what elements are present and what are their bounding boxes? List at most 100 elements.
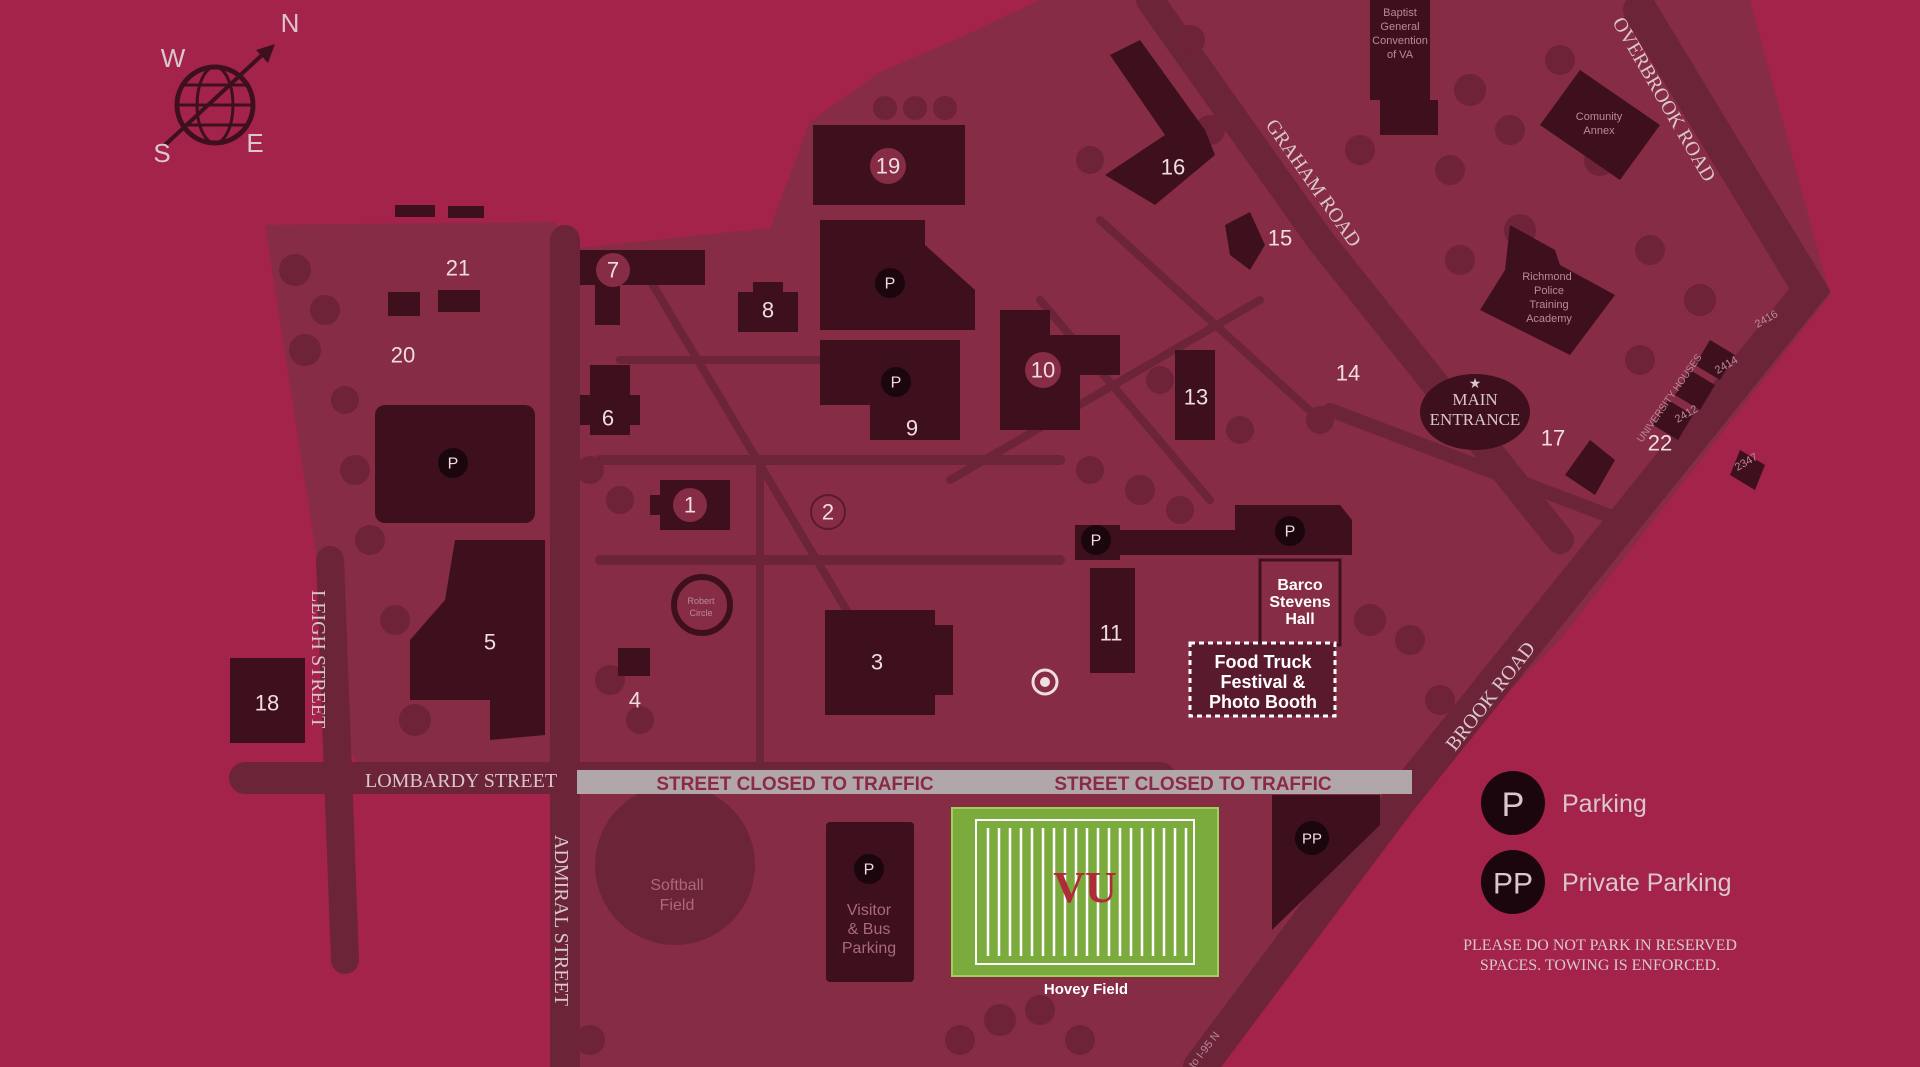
building-11-marker[interactable]: 11 xyxy=(1100,621,1123,646)
svg-text:P: P xyxy=(885,276,896,293)
parking-marker[interactable]: P xyxy=(438,448,468,478)
food-truck-label-1: Food Truck xyxy=(1214,652,1312,672)
svg-text:P: P xyxy=(1285,524,1296,541)
svg-text:4: 4 xyxy=(629,688,641,713)
building-19-marker[interactable]: 19 xyxy=(870,148,906,184)
svg-text:19: 19 xyxy=(876,154,900,179)
building-18[interactable] xyxy=(230,658,305,743)
baptist-label-1: Baptist xyxy=(1383,7,1417,19)
softball-label-2: Field xyxy=(660,897,695,914)
building-5[interactable] xyxy=(410,540,545,740)
police-academy-label-1: Richmond xyxy=(1522,271,1572,283)
building-17-marker[interactable]: 17 xyxy=(1541,426,1565,451)
svg-text:P: P xyxy=(891,375,902,392)
main-entrance-label-2: ENTRANCE xyxy=(1430,410,1521,429)
svg-text:9: 9 xyxy=(906,416,918,441)
building-numbers: 1 2 3 4 5 6 7 8 9 10 11 13 14 15 16 17 1… xyxy=(255,148,1672,716)
compass-west: W xyxy=(161,43,186,73)
police-academy-label-2: Police xyxy=(1534,285,1564,297)
building-4-marker[interactable]: 4 xyxy=(629,688,641,713)
leigh-street-label: LEIGH STREET xyxy=(307,590,329,728)
building-6-marker[interactable]: 6 xyxy=(602,406,614,431)
building-15-marker[interactable]: 15 xyxy=(1268,226,1292,251)
police-academy-label-4: Academy xyxy=(1526,313,1572,325)
visitor-parking-label-2: & Bus xyxy=(848,921,891,938)
community-annex-label-1: Comunity xyxy=(1576,111,1623,123)
svg-text:14: 14 xyxy=(1336,361,1360,386)
robert-circle-label-1: Robert xyxy=(687,596,715,606)
parking-marker[interactable]: P xyxy=(1081,525,1111,555)
food-truck-label-3: Photo Booth xyxy=(1209,692,1317,712)
parking-marker[interactable]: P xyxy=(881,367,911,397)
police-academy-label-3: Training xyxy=(1529,299,1568,311)
svg-text:Hall: Hall xyxy=(1285,611,1314,628)
food-truck-festival-box[interactable]: Food Truck Festival & Photo Booth xyxy=(1188,641,1337,718)
main-entrance-marker[interactable] xyxy=(1420,374,1530,450)
svg-text:18: 18 xyxy=(255,691,279,716)
building-13-marker[interactable]: 13 xyxy=(1184,385,1208,410)
building-20-marker[interactable]: 20 xyxy=(391,343,415,368)
street-closed-label-right: STREET CLOSED TO TRAFFIC xyxy=(1054,774,1332,795)
legend-parking-symbol: P xyxy=(1502,786,1525,824)
parking-markers: P P P P P P PP xyxy=(438,268,1329,884)
compass-east: E xyxy=(246,128,263,158)
svg-text:3: 3 xyxy=(871,650,883,675)
building-2-marker[interactable]: 2 xyxy=(810,494,846,530)
compass-south: S xyxy=(153,138,170,168)
legend-private-parking-symbol: PP xyxy=(1493,868,1533,901)
building-21-marker[interactable]: 21 xyxy=(446,256,470,281)
baptist-label-3: Convention xyxy=(1372,35,1428,47)
visitor-parking-label-1: Visitor xyxy=(847,902,892,919)
community-annex-building[interactable] xyxy=(1540,70,1660,180)
building-8-marker[interactable]: 8 xyxy=(762,298,774,323)
parking-marker[interactable]: P xyxy=(1275,516,1305,546)
field-labels: Softball Field Visitor & Bus Parking xyxy=(650,877,896,957)
building-14-marker[interactable]: 14 xyxy=(1336,361,1360,386)
svg-text:P: P xyxy=(864,862,875,879)
svg-text:5: 5 xyxy=(484,630,496,655)
private-parking-marker[interactable]: PP xyxy=(1295,821,1329,855)
admiral-street-label: ADMIRAL STREET xyxy=(550,835,572,1006)
softball-field[interactable] xyxy=(595,785,755,945)
svg-text:11: 11 xyxy=(1100,621,1123,646)
trees xyxy=(279,25,1716,1055)
building-10-marker[interactable]: 10 xyxy=(1025,352,1061,388)
building-22-marker[interactable]: 22 xyxy=(1648,431,1672,456)
building-7-marker[interactable]: 7 xyxy=(596,253,630,287)
svg-text:15: 15 xyxy=(1268,226,1292,251)
svg-text:7: 7 xyxy=(607,258,619,283)
visitor-parking-lot[interactable] xyxy=(826,822,914,982)
parking-marker[interactable]: P xyxy=(854,854,884,884)
police-academy-building[interactable] xyxy=(1480,225,1615,355)
building-18-marker[interactable]: 18 xyxy=(255,691,279,716)
lombardy-street-label: LOMBARDY STREET xyxy=(365,770,557,792)
building-9-marker[interactable]: 9 xyxy=(906,416,918,441)
legend-private-parking-icon xyxy=(1481,850,1545,914)
svg-text:21: 21 xyxy=(446,256,470,281)
hovey-field-label: Hovey Field xyxy=(1044,981,1128,998)
building-3-marker[interactable]: 3 xyxy=(871,650,883,675)
barco-stevens-hall[interactable]: Barco Stevens Hall xyxy=(1269,577,1330,628)
building-16-marker[interactable]: 16 xyxy=(1161,155,1185,180)
svg-text:16: 16 xyxy=(1161,155,1185,180)
svg-text:6: 6 xyxy=(602,406,614,431)
baptist-label-4: of VA xyxy=(1387,49,1414,61)
svg-text:8: 8 xyxy=(762,298,774,323)
legend-notice-2: SPACES. TOWING IS ENFORCED. xyxy=(1480,957,1720,974)
svg-text:17: 17 xyxy=(1541,426,1565,451)
compass-icon: N W S E xyxy=(153,8,299,168)
hovey-field[interactable]: VU xyxy=(951,807,1219,977)
baptist-label-2: General xyxy=(1380,21,1419,33)
star-icon: ★ xyxy=(1469,375,1482,391)
parking-marker[interactable]: P xyxy=(875,268,905,298)
building-11[interactable] xyxy=(1090,568,1135,673)
building-1-marker[interactable]: 1 xyxy=(673,488,707,522)
legend-notice-1: PLEASE DO NOT PARK IN RESERVED xyxy=(1463,937,1737,954)
community-annex-label-2: Annex xyxy=(1583,125,1615,137)
baptist-building[interactable] xyxy=(1370,0,1438,135)
legend-private-parking-label: Private Parking xyxy=(1562,869,1732,897)
building-5-marker[interactable]: 5 xyxy=(484,630,496,655)
building-16[interactable] xyxy=(1105,40,1215,205)
street-closed-label-left: STREET CLOSED TO TRAFFIC xyxy=(656,774,934,795)
